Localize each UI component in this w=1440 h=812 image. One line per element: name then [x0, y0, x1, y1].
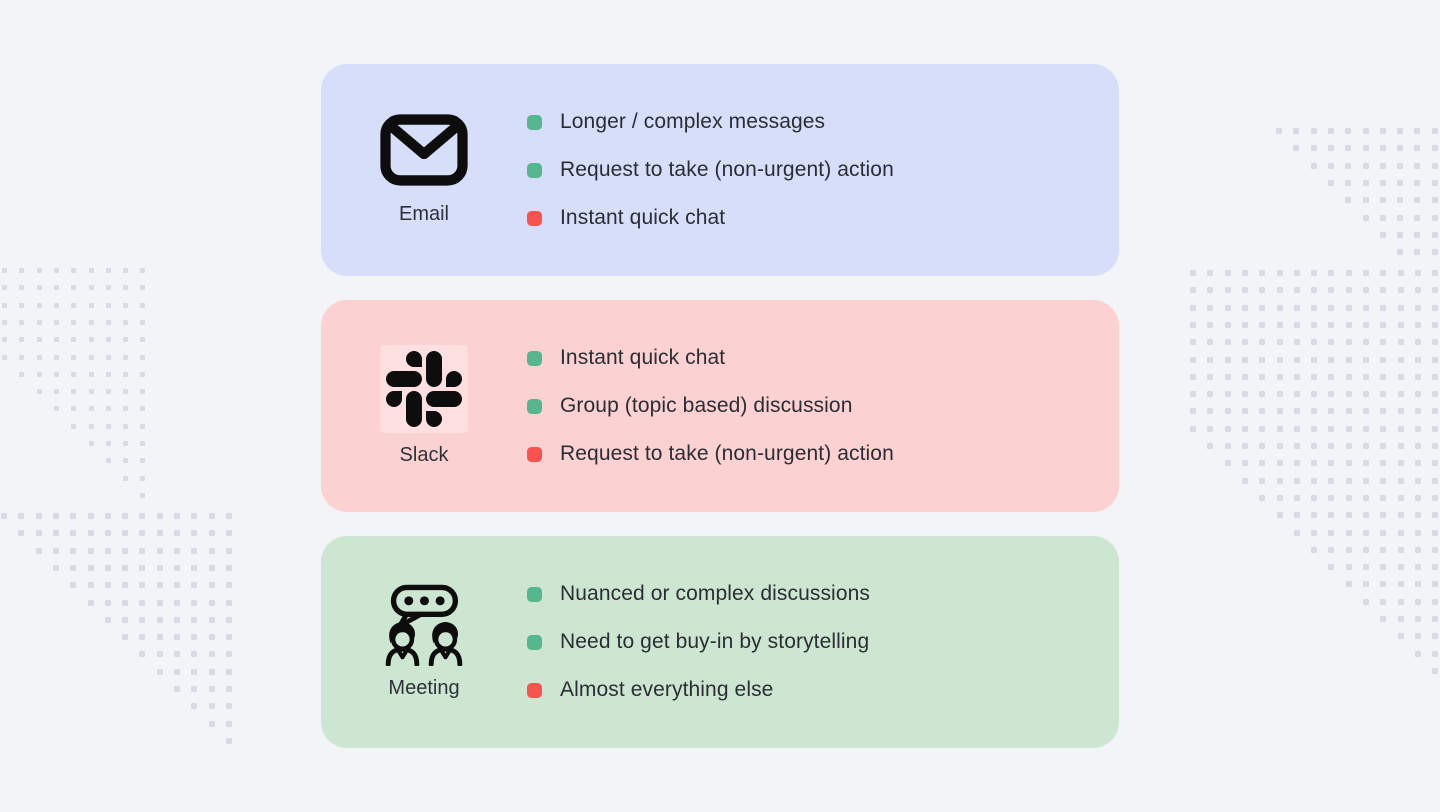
card-label: Slack: [399, 444, 449, 466]
list-item: Instant quick chat: [527, 194, 1119, 242]
email-envelope-icon: [380, 114, 468, 186]
bullet-marker: [527, 350, 542, 366]
list-item: Group (topic based) discussion: [527, 382, 1119, 430]
item-text: Almost everything else: [560, 678, 774, 701]
card-meeting-item-list: Nuanced or complex discussions Need to g…: [527, 536, 1119, 748]
item-text: Instant quick chat: [560, 206, 726, 229]
card-email: Email Longer / complex messages Request …: [321, 64, 1119, 276]
card-label: Meeting: [388, 677, 460, 699]
bullet-marker: [527, 210, 542, 226]
item-text: Request to take (non-urgent) action: [560, 442, 894, 465]
card-slack-icon-column: Slack: [321, 300, 527, 512]
card-meeting-icon-column: Meeting: [321, 536, 527, 748]
item-text: Instant quick chat: [560, 346, 726, 369]
item-text: Longer / complex messages: [560, 110, 826, 133]
item-text: Request to take (non-urgent) action: [560, 158, 894, 181]
bullet-marker: [527, 682, 542, 698]
bullet-marker: [527, 398, 542, 414]
list-item: Nuanced or complex discussions: [527, 570, 1119, 618]
item-text: Need to get buy-in by storytelling: [560, 630, 870, 653]
list-item: Instant quick chat: [527, 334, 1119, 382]
card-email-icon-column: Email: [321, 64, 527, 276]
bullet-marker: [527, 586, 542, 602]
bullet-marker: [527, 634, 542, 650]
card-label: Email: [398, 203, 449, 225]
list-item: Need to get buy-in by storytelling: [527, 618, 1119, 666]
list-item: Longer / complex messages: [527, 98, 1119, 146]
card-slack-item-list: Instant quick chat Group (topic based) d…: [527, 300, 1119, 512]
card-slack: Slack Instant quick chat Group (topic ba…: [321, 300, 1119, 512]
list-item: Request to take (non-urgent) action: [527, 430, 1119, 478]
list-item: Almost everything else: [527, 666, 1119, 714]
slack-logo-icon: [386, 351, 462, 427]
bullet-marker: [527, 446, 542, 462]
slack-icon-tile: [380, 345, 468, 433]
meeting-people-icon: [381, 584, 467, 666]
card-meeting: Meeting Nuanced or complex discussions N…: [321, 536, 1119, 748]
item-text: Group (topic based) discussion: [560, 394, 853, 417]
bullet-marker: [527, 162, 542, 178]
list-item: Request to take (non-urgent) action: [527, 146, 1119, 194]
bullet-marker: [527, 114, 542, 130]
card-email-item-list: Longer / complex messages Request to tak…: [527, 64, 1119, 276]
item-text: Nuanced or complex discussions: [560, 582, 870, 605]
